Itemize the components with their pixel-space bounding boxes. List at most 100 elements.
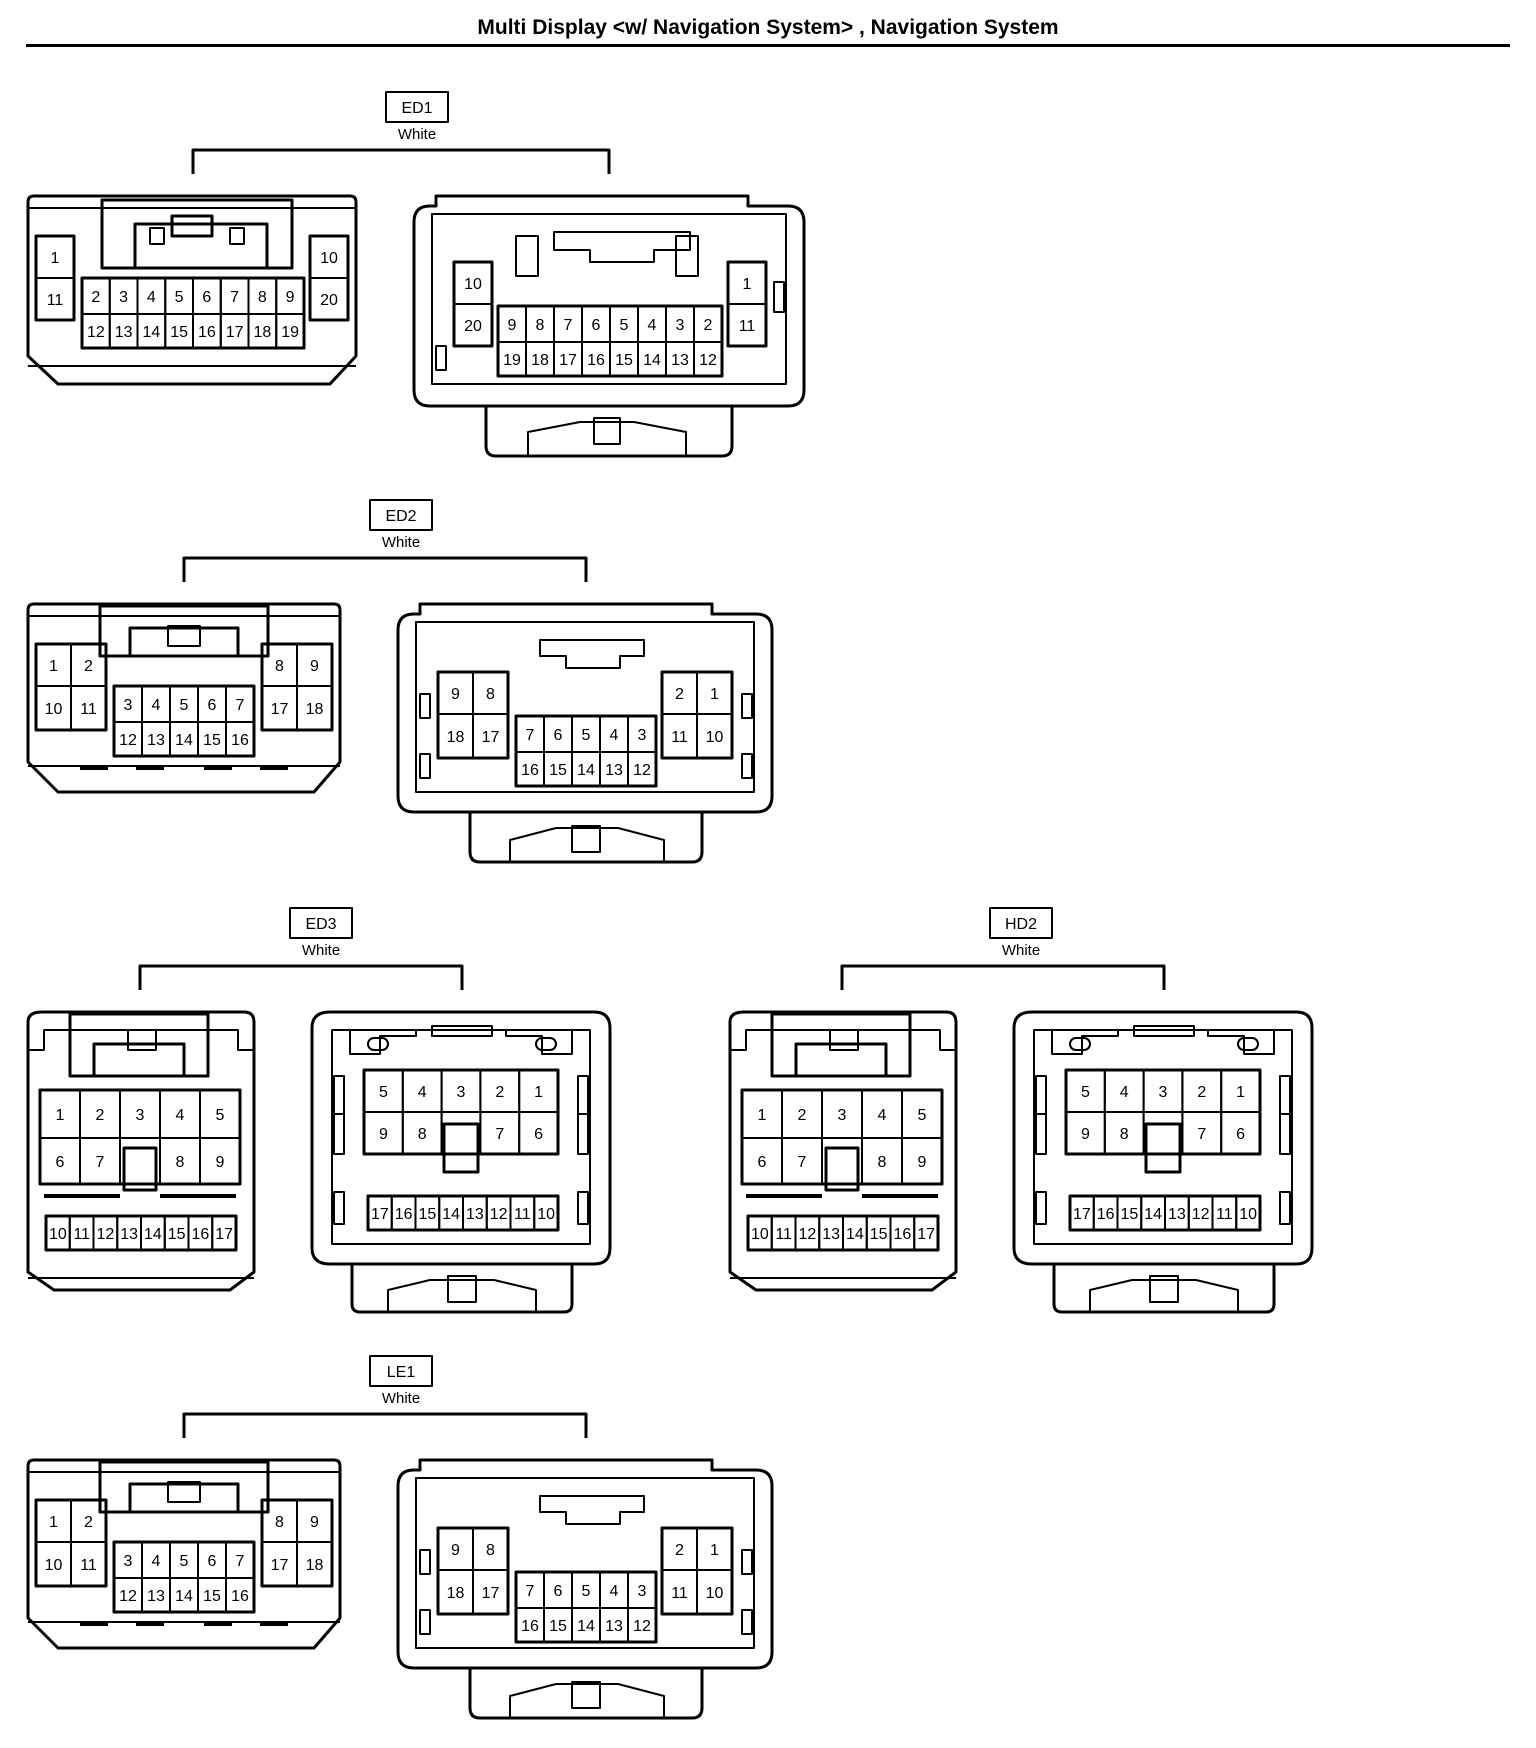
le1-pin-label: 2 [675,1542,684,1559]
hd2-pin-label: 9 [918,1154,927,1171]
ed2-pin-label: 17 [271,701,289,718]
ed2-pin-label: 3 [638,727,647,744]
ed1-pin-label: 17 [226,324,244,341]
ed1-pin-label: 4 [648,317,657,334]
hd2-pin-label: 2 [798,1107,807,1124]
le1-pin-label: 13 [147,1588,165,1605]
hd2-pin-label: 2 [1197,1084,1206,1101]
le1-pin-label: 5 [180,1553,189,1570]
ed2-pin-cell [627,751,657,787]
le1-pin-label: 6 [208,1553,217,1570]
hd2-tag: HD2 [1005,916,1037,933]
hd2-pin-label: 3 [838,1107,847,1124]
le1-pin-label: 12 [119,1588,137,1605]
ed1-pin-label: 7 [230,289,239,306]
ed2-pin-label: 14 [577,762,595,779]
ed2-pin-label: 11 [671,729,688,746]
ed2-pin-label: 16 [231,732,249,749]
le1-pin-label: 18 [306,1557,324,1574]
ed1-pin-label: 9 [286,289,295,306]
connector-ed1 [26,91,806,458]
ed1-pin-label: 18 [253,324,271,341]
hd2-pin-label: 4 [878,1107,887,1124]
ed1-pin-label: 20 [464,318,482,335]
ed2-color: White [382,534,420,551]
ed3-pin-label: 7 [96,1154,105,1171]
hd2-pin-label: 12 [1192,1206,1210,1223]
ed1-color: White [398,126,436,143]
le1-pin-cell [472,1569,509,1615]
ed1-pin-label: 18 [531,352,549,369]
ed2-pin-label: 18 [447,729,465,746]
ed2-pin-label: 4 [610,727,619,744]
hd2-pin-cell [913,1215,939,1251]
ed3-pin-label: 16 [191,1226,209,1243]
ed2-pin-label: 8 [275,658,284,675]
ed3-pin-label: 5 [379,1084,388,1101]
hd2-pin-label: 8 [1120,1126,1129,1143]
ed3-pin-label: 2 [495,1084,504,1101]
ed2-pin-label: 7 [526,727,535,744]
le1-pin-label: 4 [152,1553,161,1570]
ed2-pin-label: 5 [582,727,591,744]
le1-pin-label: 8 [275,1514,284,1531]
le1-pin-label: 11 [671,1585,688,1602]
ed3-pin-label: 4 [418,1084,427,1101]
le1-pin-label: 12 [633,1618,651,1635]
ed2-pin-label: 1 [49,658,58,675]
ed1-pin-label: 17 [559,352,577,369]
hd2-pin-label: 11 [775,1226,792,1243]
ed1-pin-label: 3 [676,317,685,334]
ed3-pin-cell [211,1215,237,1251]
ed3-pin-label: 9 [216,1154,225,1171]
hd2-pin-label: 4 [1120,1084,1129,1101]
hd2-pin-label: 1 [1236,1084,1245,1101]
le1-pin-label: 16 [231,1588,249,1605]
ed2-pin-label: 18 [306,701,324,718]
ed3-pin-label: 10 [537,1206,555,1223]
ed2-pin-label: 10 [706,729,724,746]
le1-pin-cell [225,1577,255,1613]
ed3-pin-label: 11 [73,1226,90,1243]
le1-pin-label: 16 [521,1618,539,1635]
ed3-pin-cell [533,1195,559,1231]
le1-pin-cell [696,1569,733,1615]
hd2-pin-label: 12 [798,1226,816,1243]
connector-hd2 [728,907,1314,1314]
ed3-tag: ED3 [305,916,336,933]
ed2-tag: ED2 [385,508,416,525]
ed2-pin-label: 12 [119,732,137,749]
le1-pin-cell [296,1541,333,1587]
ed2-pin-label: 13 [605,762,623,779]
ed2-pin-label: 2 [675,686,684,703]
ed3-pin-label: 5 [216,1107,225,1124]
hd2-pin-label: 15 [870,1226,888,1243]
ed2-pin-label: 9 [451,686,460,703]
le1-pin-cell [70,1541,107,1587]
hd2-pin-label: 7 [1197,1126,1206,1143]
ed1-pin-label: 4 [147,289,156,306]
le1-pin-label: 17 [271,1557,289,1574]
ed1-pin-label: 2 [704,317,713,334]
ed3-pin-label: 15 [168,1226,186,1243]
ed1-pin-label: 6 [202,289,211,306]
ed2-pin-label: 12 [633,762,651,779]
le1-pin-label: 6 [554,1583,563,1600]
le1-pin-label: 1 [49,1514,58,1531]
hd2-pin-cell [901,1137,943,1185]
ed1-pin-label: 10 [464,276,482,293]
hd2-pin-label: 13 [1168,1206,1186,1223]
ed3-pin-cell [518,1111,560,1155]
hd2-pin-label: 7 [798,1154,807,1171]
ed1-pin-label: 20 [320,292,338,309]
ed1-pin-label: 3 [119,289,128,306]
ed2-pin-label: 5 [180,697,189,714]
ed3-pin-cell [440,1111,482,1155]
ed1-pin-cell [275,313,305,349]
ed1-pin-label: 1 [743,276,752,293]
ed3-pin-label: 1 [56,1107,65,1124]
ed1-pin-label: 19 [503,352,521,369]
le1-pin-label: 3 [638,1583,647,1600]
